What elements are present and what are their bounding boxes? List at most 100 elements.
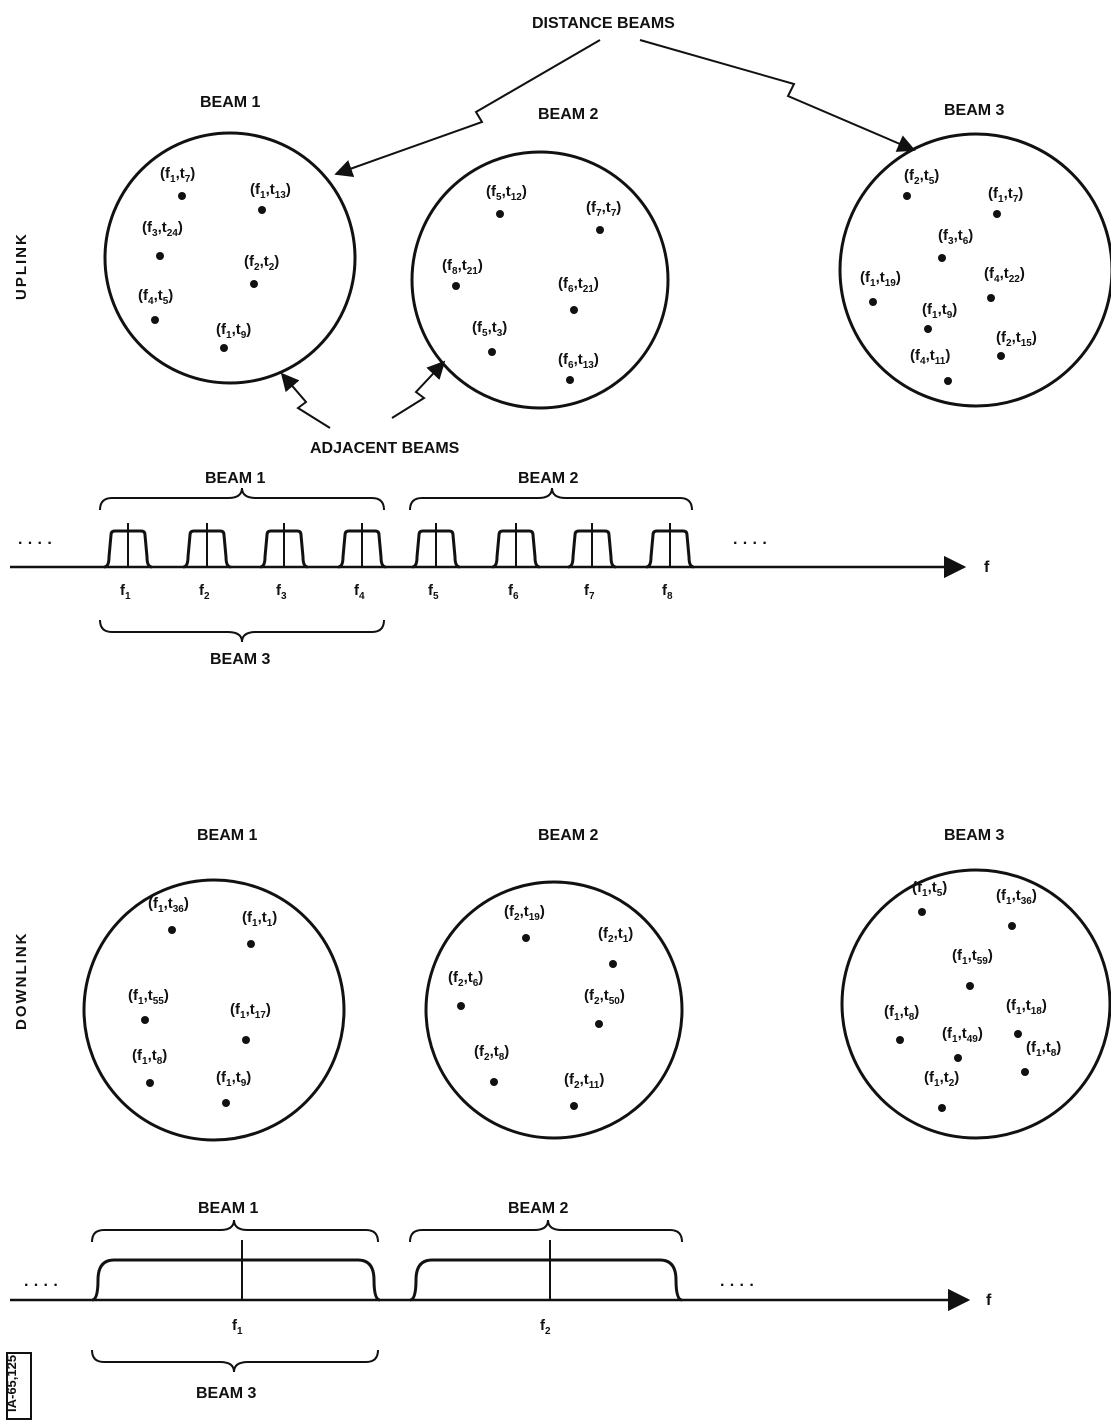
point-dot	[993, 210, 1001, 218]
channel-label: f5	[428, 582, 439, 602]
uplink-ellipsis-right: · · · ·	[733, 535, 768, 552]
beam-point: (f1,t13)	[250, 181, 291, 214]
distance-arrow-beam1	[334, 39, 601, 178]
downlink-ellipsis-left: · · · ·	[24, 1277, 59, 1294]
point-dot	[178, 192, 186, 200]
point-label: (f1,t19)	[860, 269, 901, 289]
downlink-plan-beam3-label: BEAM 3	[196, 1385, 257, 1402]
point-dot	[146, 1079, 154, 1087]
point-dot	[609, 960, 617, 968]
downlink-beam2-circle	[424, 880, 684, 1140]
point-dot	[490, 1078, 498, 1086]
uplink-beam2-circle	[410, 150, 670, 410]
point-label: (f1,t7)	[988, 185, 1023, 205]
point-label: (f1,t36)	[996, 887, 1037, 907]
point-label: (f2,t1)	[598, 925, 633, 945]
point-dot	[1008, 922, 1016, 930]
downlink-axis-f-label: f	[986, 1292, 992, 1309]
beam-point: (f2,t11)	[564, 1071, 604, 1110]
channel-label: f1	[120, 582, 131, 602]
uplink-beam2-title: BEAM 2	[538, 106, 599, 123]
beam-point: (f1,t1)	[242, 909, 277, 948]
point-dot	[250, 280, 258, 288]
point-label: (f1,t8)	[1026, 1039, 1061, 1059]
point-dot	[596, 226, 604, 234]
beam-point: (f2,t8)	[474, 1043, 509, 1086]
point-dot	[903, 192, 911, 200]
point-label: (f6,t13)	[558, 351, 599, 371]
uplink-beam2-points: (f5,t12)(f7,t7)(f8,t21)(f6,t21)(f5,t3)(f…	[442, 183, 621, 384]
point-dot	[452, 282, 460, 290]
point-label: (f1,t55)	[128, 987, 169, 1007]
downlink-brace-beam3	[91, 1349, 379, 1373]
uplink-channel: f6	[491, 523, 541, 602]
downlink-ellipsis-right: · · · ·	[720, 1277, 755, 1294]
point-label: (f4,t22)	[984, 265, 1025, 285]
point-dot	[566, 376, 574, 384]
beam-point: (f5,t3)	[472, 319, 507, 356]
point-label: (f3,t6)	[938, 227, 973, 247]
point-label: (f2,t11)	[564, 1071, 604, 1091]
downlink-channels: f1 f2	[91, 1240, 683, 1337]
downlink-beam2-title: BEAM 2	[538, 827, 599, 844]
uplink-channel: f1	[103, 523, 153, 602]
point-label: (f2,t2)	[244, 253, 279, 273]
distance-arrow-beam3	[639, 39, 916, 152]
beam-point: (f8,t21)	[442, 257, 483, 290]
point-dot	[570, 1102, 578, 1110]
channel-label: f7	[584, 582, 595, 602]
point-label: (f7,t7)	[586, 199, 621, 219]
downlink-beam1-circle	[82, 878, 346, 1142]
beam-point: (f1,t17)	[230, 1001, 271, 1044]
uplink-channel: f5	[411, 523, 461, 602]
point-dot	[1021, 1068, 1029, 1076]
point-label: (f1,t2)	[924, 1069, 959, 1089]
uplink-plan-beam2-label: BEAM 2	[518, 470, 579, 487]
beam-point: (f2,t2)	[244, 253, 279, 288]
downlink-plan-beam2-label: BEAM 2	[508, 1200, 569, 1217]
uplink-channel: f8	[645, 523, 695, 602]
downlink-beam3-title: BEAM 3	[944, 827, 1005, 844]
beam-point: (f2,t19)	[504, 903, 545, 942]
point-dot	[997, 352, 1005, 360]
point-dot	[247, 940, 255, 948]
downlink-beam1-title: BEAM 1	[197, 827, 258, 844]
point-label: (f3,t24)	[142, 219, 183, 239]
uplink-channels: f1 f2 f3 f4 f5 f6 f7 f8	[103, 523, 695, 602]
point-dot	[457, 1002, 465, 1010]
beam-point: (f1,t59)	[952, 947, 993, 990]
point-label: (f5,t3)	[472, 319, 507, 339]
channel-label: f1	[232, 1317, 243, 1337]
uplink-beam1-circle	[103, 131, 357, 385]
point-dot	[156, 252, 164, 260]
beam-point: (f1,t8)	[884, 1003, 919, 1044]
uplink-channel: f3	[259, 523, 309, 602]
beam-point: (f1,t55)	[128, 987, 169, 1024]
uplink-plan-beam3-label: BEAM 3	[210, 651, 271, 668]
point-dot	[242, 1036, 250, 1044]
point-label: (f1,t49)	[942, 1025, 983, 1045]
beam-point: (f2,t6)	[448, 969, 483, 1010]
uplink-channel: f2	[182, 523, 232, 602]
downlink-brace-beam2	[409, 1219, 683, 1243]
point-dot	[966, 982, 974, 990]
point-label: (f1,t13)	[250, 181, 291, 201]
channel-label: f4	[354, 582, 365, 602]
beam-point: (f1,t5)	[912, 879, 947, 916]
adjacent-beams-label: ADJACENT BEAMS	[310, 440, 460, 457]
beam-point: (f1,t18)	[1006, 997, 1047, 1038]
beam-point: (f7,t7)	[586, 199, 621, 234]
point-dot	[954, 1054, 962, 1062]
downlink-beam3-points: (f1,t5)(f1,t36)(f1,t59)(f1,t8)(f1,t18)(f…	[884, 879, 1061, 1112]
figure-code: IA-65,125	[4, 1354, 19, 1412]
point-dot	[987, 294, 995, 302]
beam-point: (f4,t22)	[984, 265, 1025, 302]
point-label: (f1,t9)	[216, 1069, 251, 1089]
distance-beams-label: DISTANCE BEAMS	[532, 15, 675, 32]
channel-label: f3	[276, 582, 287, 602]
downlink-channel: f2	[409, 1240, 683, 1337]
downlink-beam1-points: (f1,t36)(f1,t1)(f1,t55)(f1,t17)(f1,t8)(f…	[128, 895, 277, 1107]
side-label-uplink: UPLINK	[13, 232, 30, 300]
side-label-downlink: DOWNLINK	[13, 932, 30, 1031]
